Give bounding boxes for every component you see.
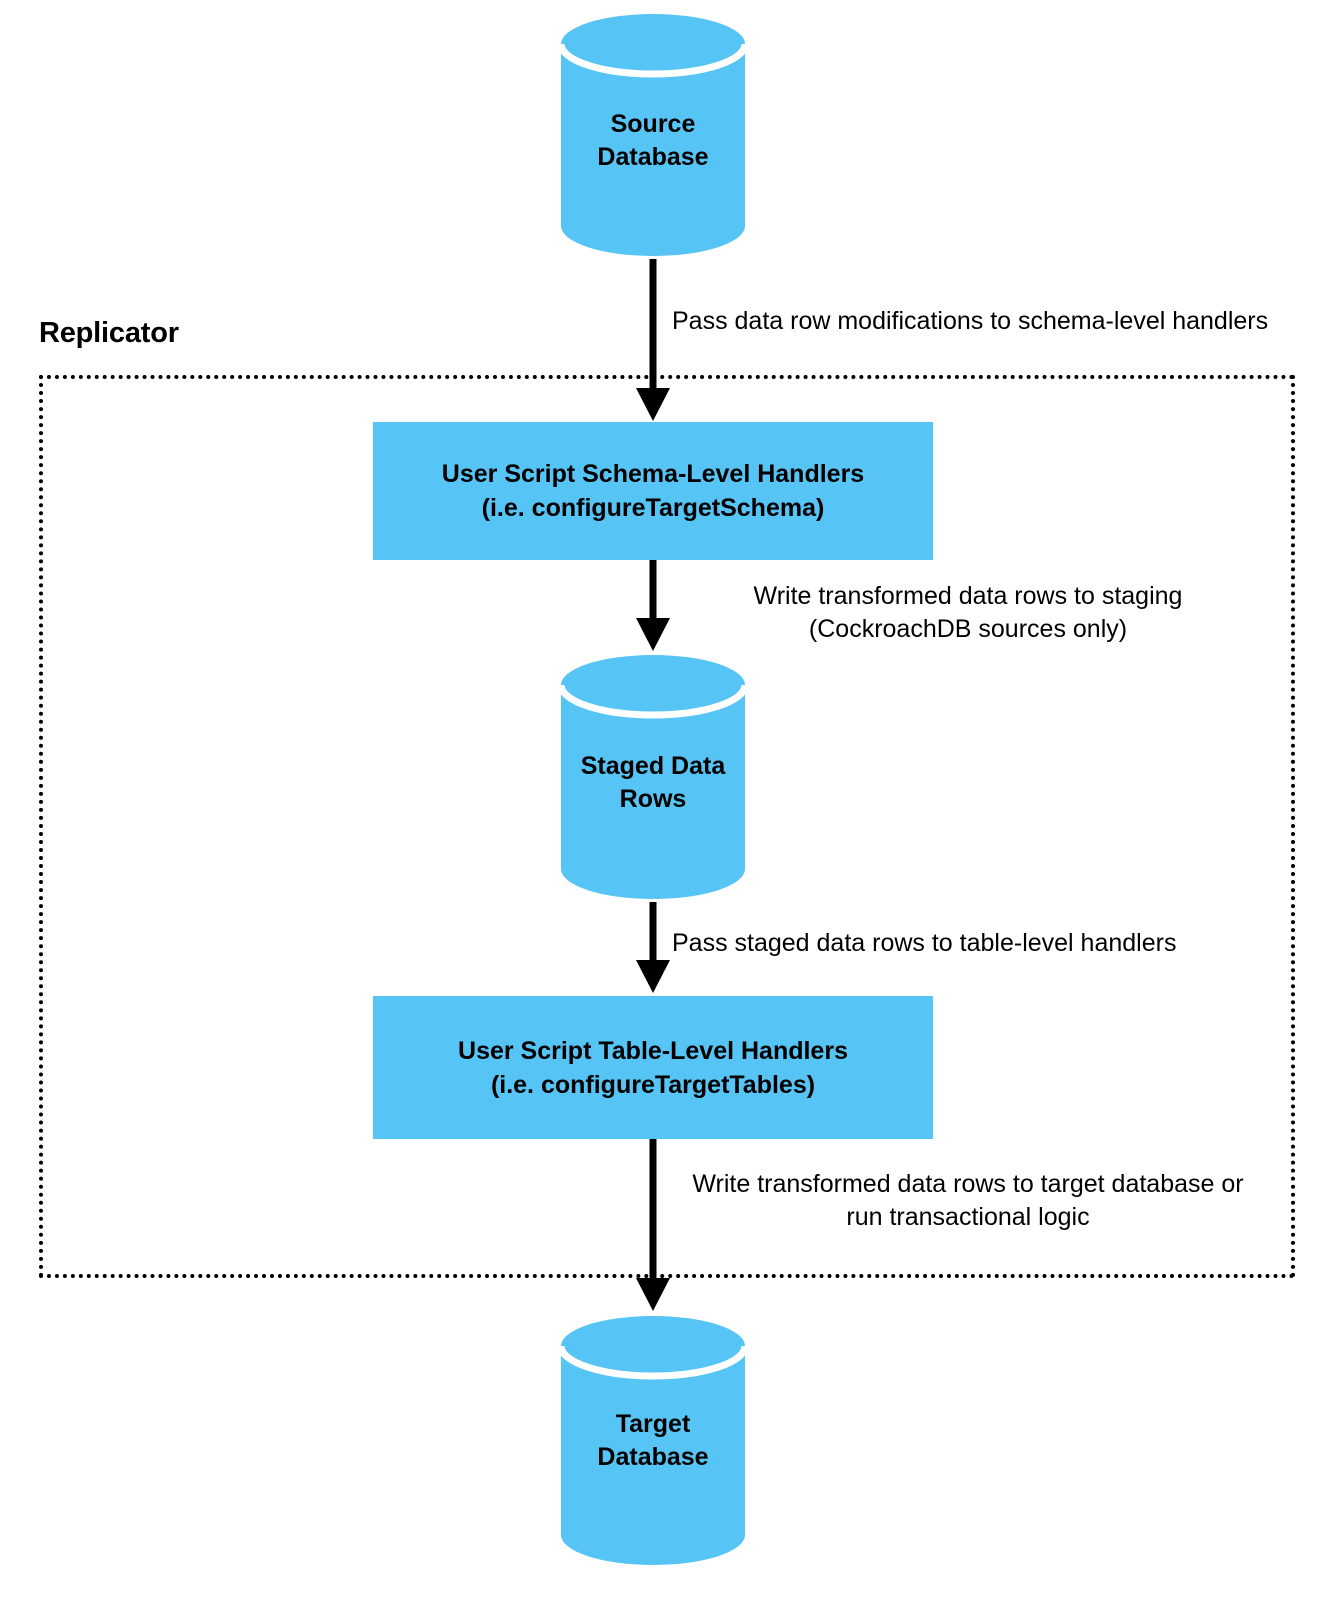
node-schema-level-handlers-label: User Script Schema-Level Handlers (i.e. …	[441, 460, 865, 522]
node-staged-data-rows-label: Staged Data Rows	[580, 752, 726, 813]
node-target-database: Target Database	[561, 1316, 745, 1568]
node-table-level-handlers-label: User Script Table-Level Handlers (i.e. c…	[458, 1036, 848, 1099]
replicator-boundary-label: Replicator	[39, 317, 179, 349]
edge-staging-to-table-handlers-label: Pass staged data rows to table-level han…	[672, 929, 1177, 957]
node-target-database-label: Target Database	[597, 1410, 709, 1471]
edge-source-to-schema-handlers-label: Pass data row modifications to schema-le…	[672, 307, 1269, 335]
node-source-database: Source Database	[561, 14, 745, 259]
edge-schema-handlers-to-staging-label: Write transformed data rows to staging (…	[753, 582, 1183, 643]
node-schema-level-handlers: User Script Schema-Level Handlers (i.e. …	[373, 422, 933, 560]
node-staged-data-rows: Staged Data Rows	[561, 655, 745, 902]
cylinder-shape-icon	[561, 14, 745, 256]
replicator-boundary-box	[39, 375, 1295, 1278]
node-table-level-handlers: User Script Table-Level Handlers (i.e. c…	[373, 996, 933, 1139]
node-source-database-label: Source Database	[597, 110, 709, 171]
cylinder-shape-icon	[561, 655, 745, 899]
edge-table-handlers-to-target-label: Write transformed data rows to target da…	[692, 1170, 1244, 1231]
cylinder-shape-icon	[561, 1316, 745, 1565]
